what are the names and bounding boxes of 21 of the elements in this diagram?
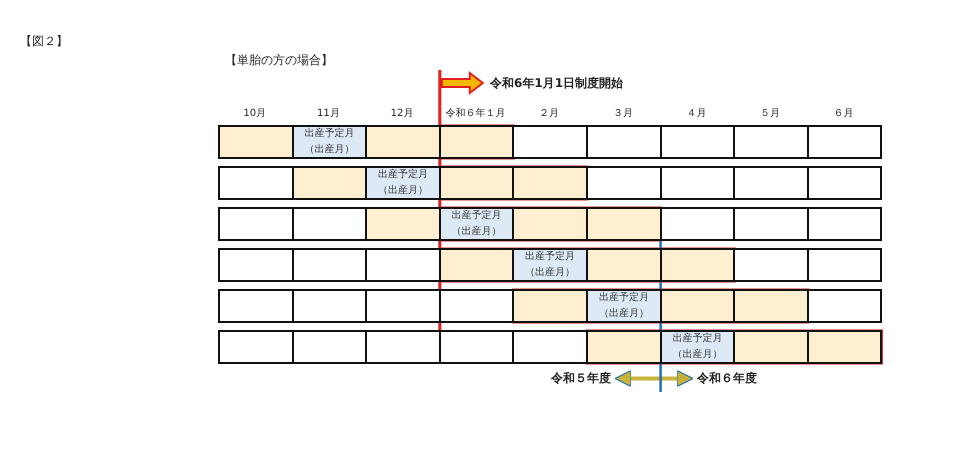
double-arrow bbox=[614, 370, 694, 388]
month-header: ４月 bbox=[686, 107, 706, 120]
month-header: 10月 bbox=[243, 107, 266, 120]
table-cell: 出産予定月（出産月） bbox=[512, 248, 588, 282]
month-header: ２月 bbox=[539, 107, 560, 120]
month-header: ６月 bbox=[834, 107, 854, 120]
month-header: ３月 bbox=[612, 107, 633, 120]
month-header: ５月 bbox=[760, 107, 780, 120]
table-cell: 出産予定月（出産月） bbox=[660, 330, 736, 364]
table-cell: 出産予定月（出産月） bbox=[586, 289, 662, 323]
fiscal-year-label: 令和６年度 bbox=[697, 370, 757, 387]
month-header: 令和６年１月 bbox=[446, 106, 506, 120]
fiscal-year-label: 令和５年度 bbox=[551, 370, 611, 387]
table-cell: 出産予定月（出産月） bbox=[292, 125, 368, 159]
table-cell: 出産予定月（出産月） bbox=[438, 207, 514, 241]
month-header: 12月 bbox=[390, 107, 414, 120]
start-note: 令和6年1月1日制度開始 bbox=[490, 75, 624, 92]
figure-number: 【図２】 bbox=[20, 33, 68, 50]
heading: 【単胎の方の場合】 bbox=[225, 52, 333, 69]
month-header: 11月 bbox=[317, 107, 340, 120]
table-cell: 出産予定月（出産月） bbox=[365, 166, 441, 200]
